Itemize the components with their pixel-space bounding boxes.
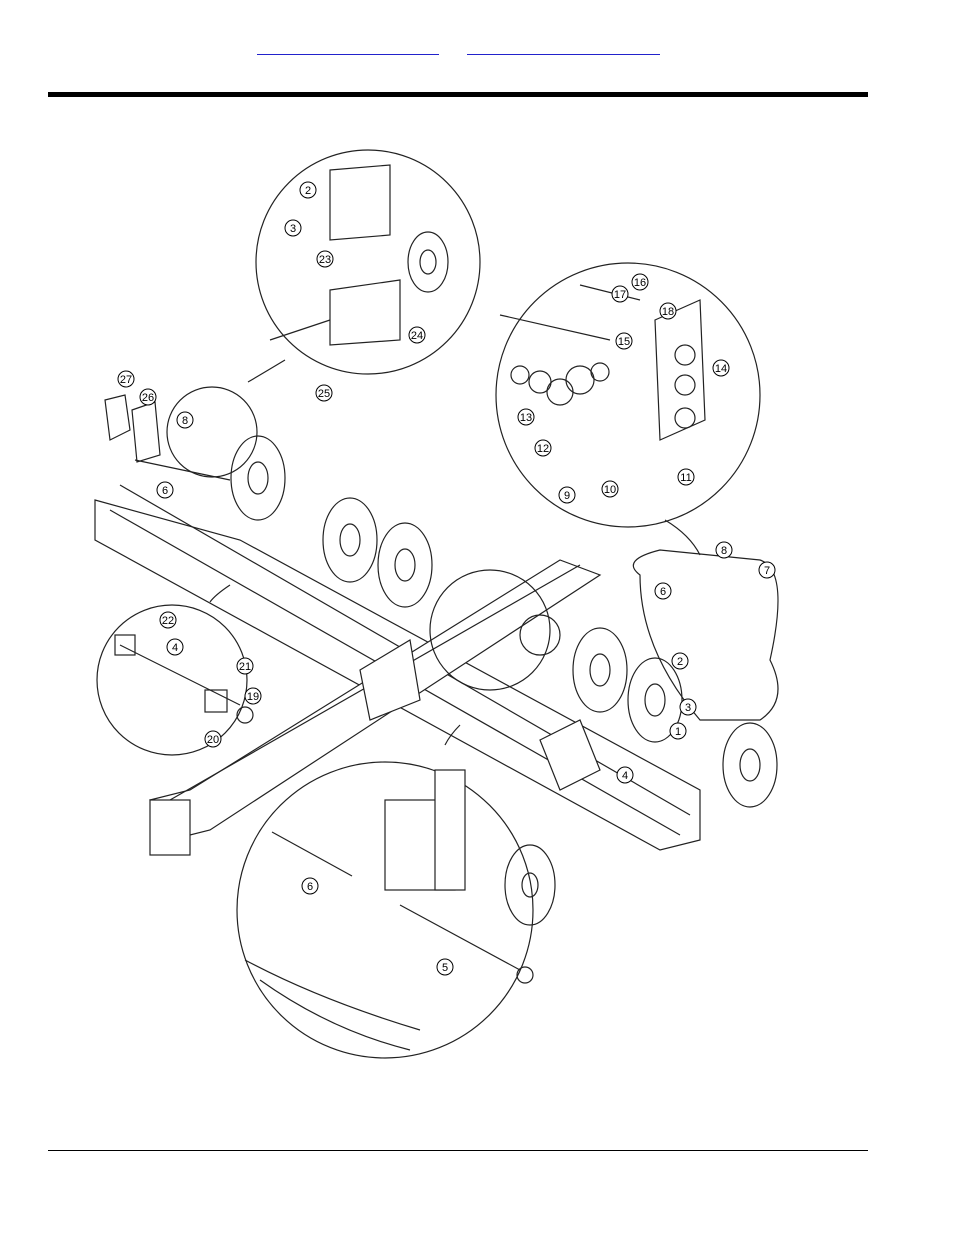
svg-text:8: 8 — [182, 415, 188, 427]
svg-text:24: 24 — [411, 330, 423, 342]
svg-text:13: 13 — [520, 412, 532, 424]
callout-2b: 2 — [671, 652, 689, 670]
svg-text:18: 18 — [662, 306, 674, 318]
svg-text:4: 4 — [172, 642, 178, 654]
main-frame — [94, 484, 701, 856]
callout-6c: 6 — [301, 877, 319, 895]
callout-13: 13 — [517, 408, 535, 426]
detail-circle-bottom — [236, 761, 534, 1059]
detail-bubble-right — [632, 549, 779, 721]
svg-text:9: 9 — [564, 490, 570, 502]
svg-text:8: 8 — [721, 545, 727, 557]
callout-5: 5 — [436, 958, 454, 976]
callout-labels: 1 2 2 3 3 4 4 5 6 6 6 7 8 8 9 10 11 12 1… — [117, 181, 776, 976]
callout-7: 7 — [758, 561, 776, 579]
callout-22: 22 — [159, 611, 177, 629]
callout-9: 9 — [558, 486, 576, 504]
svg-text:11: 11 — [680, 472, 691, 484]
callout-16: 16 — [631, 273, 649, 291]
svg-text:19: 19 — [247, 691, 259, 703]
callout-6: 6 — [156, 481, 174, 499]
callout-4b: 4 — [616, 766, 634, 784]
callout-18: 18 — [659, 302, 677, 320]
svg-text:2: 2 — [305, 185, 311, 197]
callout-4: 4 — [166, 638, 184, 656]
parts-exploded-diagram: 1 2 2 3 3 4 4 5 6 6 6 7 8 8 9 10 11 12 1… — [94, 149, 779, 1059]
callout-8: 8 — [176, 411, 194, 429]
callout-15: 15 — [615, 332, 633, 350]
callout-3: 3 — [284, 219, 302, 237]
svg-text:22: 22 — [162, 615, 174, 627]
callout-26: 26 — [139, 388, 157, 406]
callout-8b: 8 — [715, 541, 733, 559]
callout-19: 19 — [244, 687, 262, 705]
callout-3b: 3 — [679, 698, 697, 716]
callout-10: 10 — [601, 480, 619, 498]
svg-text:4: 4 — [622, 770, 628, 782]
header-link-1[interactable] — [257, 40, 439, 55]
detail-circle-mid — [429, 569, 551, 691]
callout-14: 14 — [712, 359, 730, 377]
svg-text:6: 6 — [307, 881, 313, 893]
frame-wheels — [230, 435, 778, 808]
footer-rule — [48, 1150, 868, 1151]
svg-text:15: 15 — [618, 336, 630, 348]
callout-1: 1 — [669, 722, 687, 740]
callout-23: 23 — [316, 250, 334, 268]
svg-text:3: 3 — [685, 702, 691, 714]
header-links — [0, 40, 954, 58]
svg-text:1: 1 — [675, 726, 681, 738]
callout-20: 20 — [204, 730, 222, 748]
callout-17: 17 — [611, 285, 629, 303]
svg-text:6: 6 — [162, 485, 168, 497]
svg-text:17: 17 — [614, 289, 626, 301]
svg-text:25: 25 — [318, 388, 330, 400]
svg-text:2: 2 — [677, 656, 683, 668]
svg-text:21: 21 — [239, 661, 251, 673]
callout-25: 25 — [315, 384, 333, 402]
detail-circle-top — [255, 149, 481, 375]
svg-text:6: 6 — [660, 586, 666, 598]
header-link-2[interactable] — [467, 40, 660, 55]
svg-text:26: 26 — [142, 392, 154, 404]
svg-text:12: 12 — [537, 443, 549, 455]
callout-6b: 6 — [654, 582, 672, 600]
svg-text:5: 5 — [442, 962, 448, 974]
svg-text:7: 7 — [764, 565, 770, 577]
svg-text:10: 10 — [604, 484, 616, 496]
detail-circle-small-left — [166, 386, 258, 478]
svg-text:16: 16 — [634, 277, 646, 289]
svg-text:23: 23 — [319, 254, 331, 266]
svg-text:14: 14 — [715, 363, 727, 375]
svg-text:27: 27 — [120, 374, 132, 386]
svg-text:3: 3 — [290, 223, 296, 235]
callout-27: 27 — [117, 370, 135, 388]
detail-circle-right — [495, 262, 761, 528]
callout-24: 24 — [408, 326, 426, 344]
callout-11: 11 — [677, 468, 695, 486]
callout-12: 12 — [534, 439, 552, 457]
callout-21: 21 — [236, 657, 254, 675]
detail-circle-left — [96, 604, 248, 756]
callout-2: 2 — [299, 181, 317, 199]
header-rule — [48, 92, 868, 97]
svg-text:20: 20 — [207, 734, 219, 746]
